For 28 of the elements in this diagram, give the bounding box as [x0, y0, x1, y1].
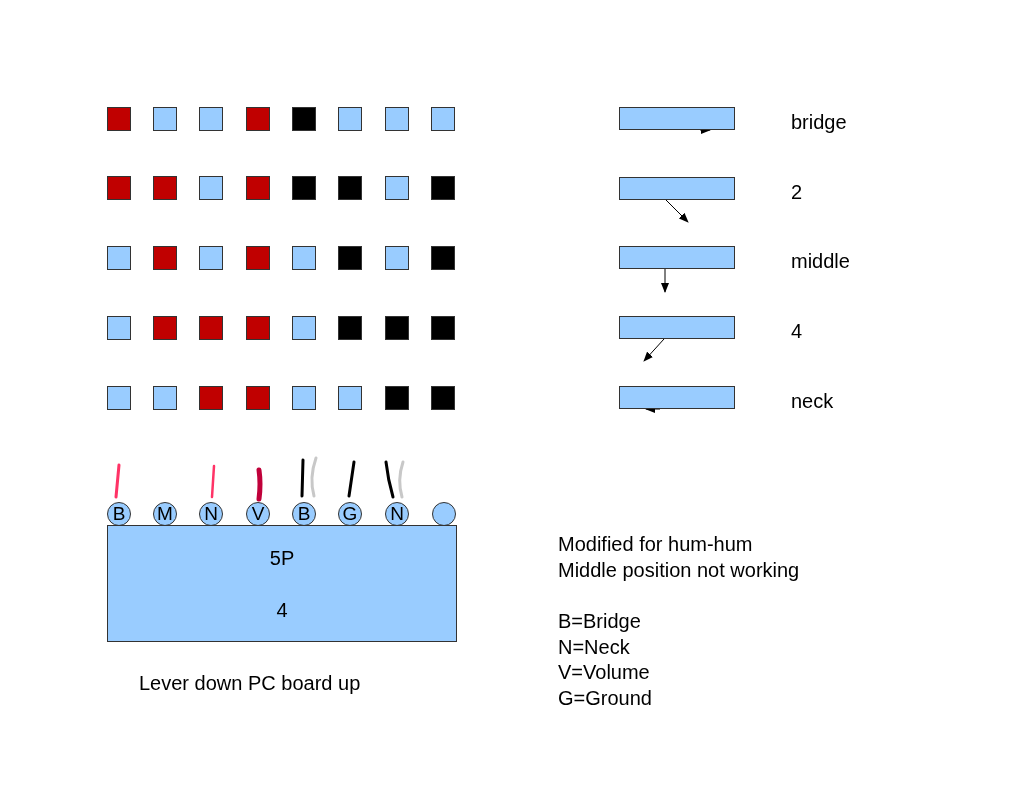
lever-position-bar [619, 386, 735, 409]
position-label: bridge [791, 110, 847, 134]
note-text: G=Ground [558, 686, 652, 710]
note-text: N=Neck [558, 635, 630, 659]
lever-position-bar [619, 246, 735, 269]
terminal-lug: M [153, 502, 177, 526]
terminal-lug: B [107, 502, 131, 526]
terminal-lug [432, 502, 456, 526]
position-label: neck [791, 389, 834, 413]
note-text: B=Bridge [558, 609, 641, 633]
terminal-lug: V [246, 502, 270, 526]
terminal-lug: N [199, 502, 223, 526]
note-text: Modified for hum-hum [558, 532, 753, 556]
lever-position-bar [619, 177, 735, 200]
switch-text: 4 [275, 598, 289, 622]
lever-position-bar [619, 316, 735, 339]
position-label: 2 [791, 180, 803, 204]
note-text: Middle position not working [558, 558, 800, 582]
position-label: middle [791, 249, 850, 273]
switch-body [107, 525, 457, 642]
switch-text: 5P [268, 546, 296, 570]
terminal-lug: B [292, 502, 316, 526]
terminal-lug: G [338, 502, 362, 526]
note-text: Lever down PC board up [139, 671, 361, 695]
position-label: 4 [791, 319, 803, 343]
lever-position-bar [619, 107, 735, 130]
terminal-lug: N [385, 502, 409, 526]
note-text: V=Volume [558, 660, 650, 684]
